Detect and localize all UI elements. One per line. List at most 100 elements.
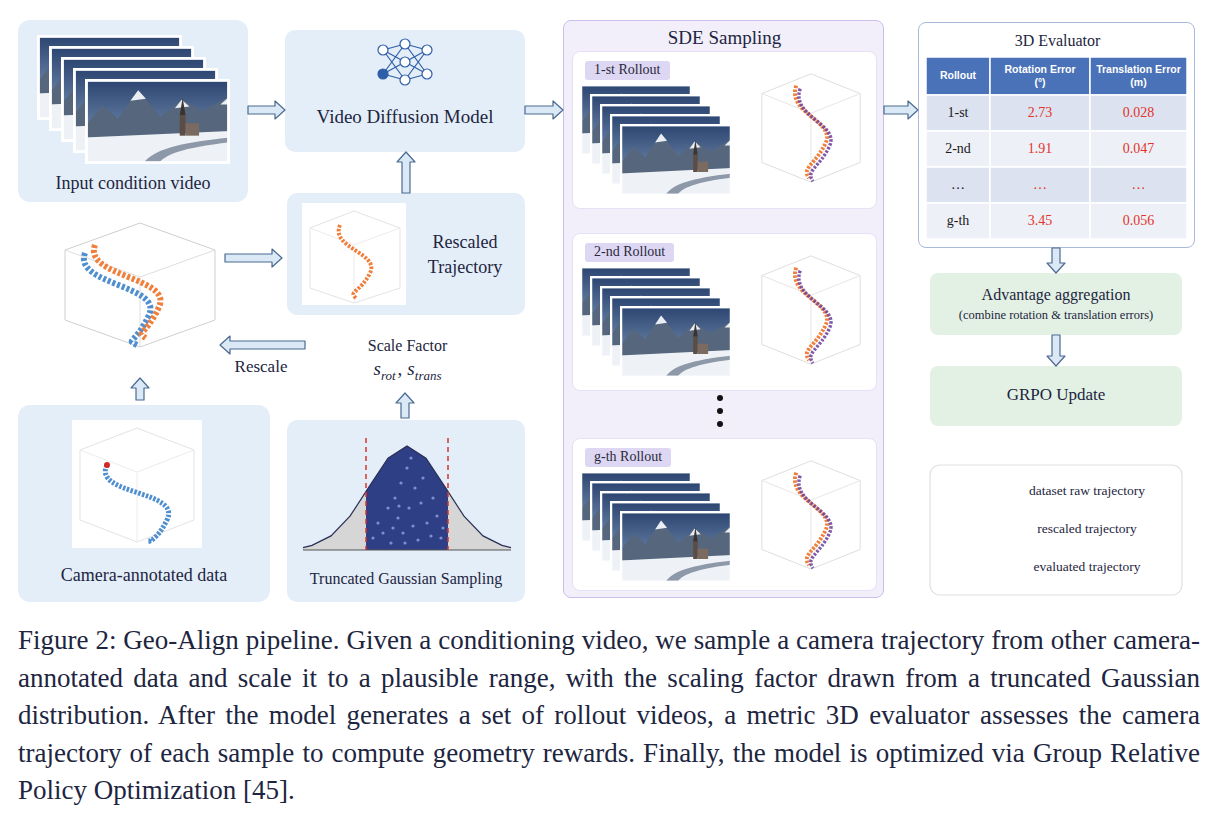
math-symbol: s — [407, 358, 414, 379]
table-cell: 0.047 — [1123, 140, 1155, 158]
table-header: Translation Error (m) — [1094, 63, 1183, 89]
text-holder: 1-st Rollout — [585, 60, 670, 80]
rollout-tag: g-th Rollout — [585, 448, 671, 467]
node-label: Rescaled Trajectory — [410, 230, 520, 280]
legend-label: dataset raw trajectory — [1012, 483, 1162, 499]
text-holder: Video Diffusion Model — [285, 106, 525, 129]
sampling-group: SDE Sampling 1-st Rollout 2-nd Rollout g-th… — [563, 20, 884, 598]
math-holder: srot,strans — [330, 358, 485, 380]
annotation: Scale Factor — [330, 336, 485, 355]
trajectory-box: Rescaled Trajectory — [287, 193, 525, 315]
rescaled-plot — [302, 203, 406, 305]
text-holder: (combine rotation & translation errors) — [930, 308, 1182, 323]
table-cell: 1.91 — [1028, 140, 1053, 158]
video-frames — [37, 35, 230, 164]
node-label: Input condition video — [18, 173, 248, 195]
ellipsis-dots — [717, 395, 723, 427]
gaussian-plot — [303, 438, 511, 550]
text-holder: 1.91 — [990, 131, 1090, 167]
legend-line — [953, 490, 1003, 494]
text-holder: evaluated trajectory — [1012, 559, 1162, 575]
table-cell: 3.45 — [1028, 212, 1053, 230]
table-cell: 2.73 — [1028, 104, 1053, 122]
legend-label: rescaled trajectory — [1012, 521, 1162, 537]
text-holder: Truncated Gaussian Sampling — [287, 569, 525, 588]
math-subscript: rot — [381, 368, 396, 383]
rollout-panel: 2-nd Rollout — [572, 233, 877, 391]
flow-arrow — [397, 152, 415, 193]
text-holder: Advantage aggregation — [930, 285, 1182, 304]
node-label: SDE Sampling — [564, 27, 885, 50]
flow-arrow — [248, 101, 285, 119]
legend-line — [953, 566, 1003, 570]
text-holder: GRPO Update — [930, 385, 1182, 405]
legend-box — [930, 465, 1182, 595]
trajectory-3d-plot — [65, 223, 215, 347]
rollout-frames — [580, 64, 870, 583]
text-holder: 0.056 — [1090, 203, 1187, 239]
text-holder: rescaled trajectory — [1012, 521, 1162, 537]
text-holder: SDE Sampling — [564, 27, 885, 50]
math-symbol: s — [374, 358, 381, 379]
process-box: GRPO Update — [930, 366, 1182, 426]
text-holder: 0.047 — [1090, 131, 1187, 167]
table-cell: g-th — [947, 212, 970, 230]
table-cell: … — [1033, 176, 1047, 194]
flow-arrow — [1047, 335, 1065, 366]
table-cell: 0.056 — [1123, 212, 1155, 230]
text-holder: 3D Evaluator — [919, 31, 1196, 50]
legend-sample — [952, 487, 1004, 497]
node-label: 3D Evaluator — [919, 31, 1196, 50]
node-label: Video Diffusion Model — [285, 106, 525, 129]
text-holder: 0.028 — [1090, 95, 1187, 131]
text-holder: Figure 2: Geo-Align pipeline. Given a co… — [18, 622, 1200, 810]
text-holder: Scale Factor — [330, 336, 485, 355]
table-header: Rollout — [940, 69, 976, 82]
arrow-label: Rescale — [226, 357, 296, 377]
text-holder: Input condition video — [18, 173, 248, 195]
input-panel: Input condition video — [18, 20, 248, 202]
data-panel: Camera-annotated data — [18, 405, 270, 602]
text-holder: dataset raw trajectory — [1012, 483, 1162, 499]
text-holder: g-th Rollout — [585, 447, 671, 467]
flow-arrow — [1047, 248, 1065, 273]
flow-arrow — [525, 101, 563, 119]
rollout-panel: 1-st Rollout — [572, 51, 877, 209]
table-cell: 0.028 — [1123, 104, 1155, 122]
text-holder: 3.45 — [990, 203, 1090, 239]
legend-label: evaluated trajectory — [1012, 559, 1162, 575]
evaluator-table — [926, 57, 1187, 239]
text-holder: 2-nd Rollout — [585, 242, 674, 262]
legend-sample — [952, 525, 1004, 535]
text-holder: Camera-annotated data — [18, 565, 270, 587]
math-symbol: , — [398, 358, 403, 379]
flow-arrows — [131, 249, 414, 418]
table-cell: 2-nd — [945, 140, 971, 158]
model-box: Video Diffusion Model — [285, 30, 525, 152]
text-holder: 2-nd — [926, 131, 990, 167]
text-holder: g-th — [926, 203, 990, 239]
node-label: (combine rotation & translation errors) — [930, 308, 1182, 323]
text-holder: 1-st — [926, 95, 990, 131]
rollout-tag: 1-st Rollout — [585, 61, 670, 80]
camera-plot — [72, 420, 202, 548]
flow-arrow — [884, 101, 918, 119]
node-label: GRPO Update — [930, 385, 1182, 405]
sampling-panel: Truncated Gaussian Sampling — [287, 420, 525, 602]
network-icon — [378, 39, 432, 85]
math-subscript: trans — [415, 368, 442, 383]
table-header: Rotation Error (°) — [1004, 63, 1076, 89]
node-label: Truncated Gaussian Sampling — [287, 569, 525, 588]
figure-caption: Figure 2: Geo-Align pipeline. Given a co… — [18, 622, 1200, 810]
text-holder: Rescale — [226, 357, 296, 377]
legend-sample — [952, 563, 1004, 573]
text-holder: Rollout — [926, 57, 990, 95]
text-holder: … — [990, 167, 1090, 203]
text-holder: Rotation Error (°) — [990, 57, 1090, 95]
rollout-tag: 2-nd Rollout — [585, 243, 674, 262]
